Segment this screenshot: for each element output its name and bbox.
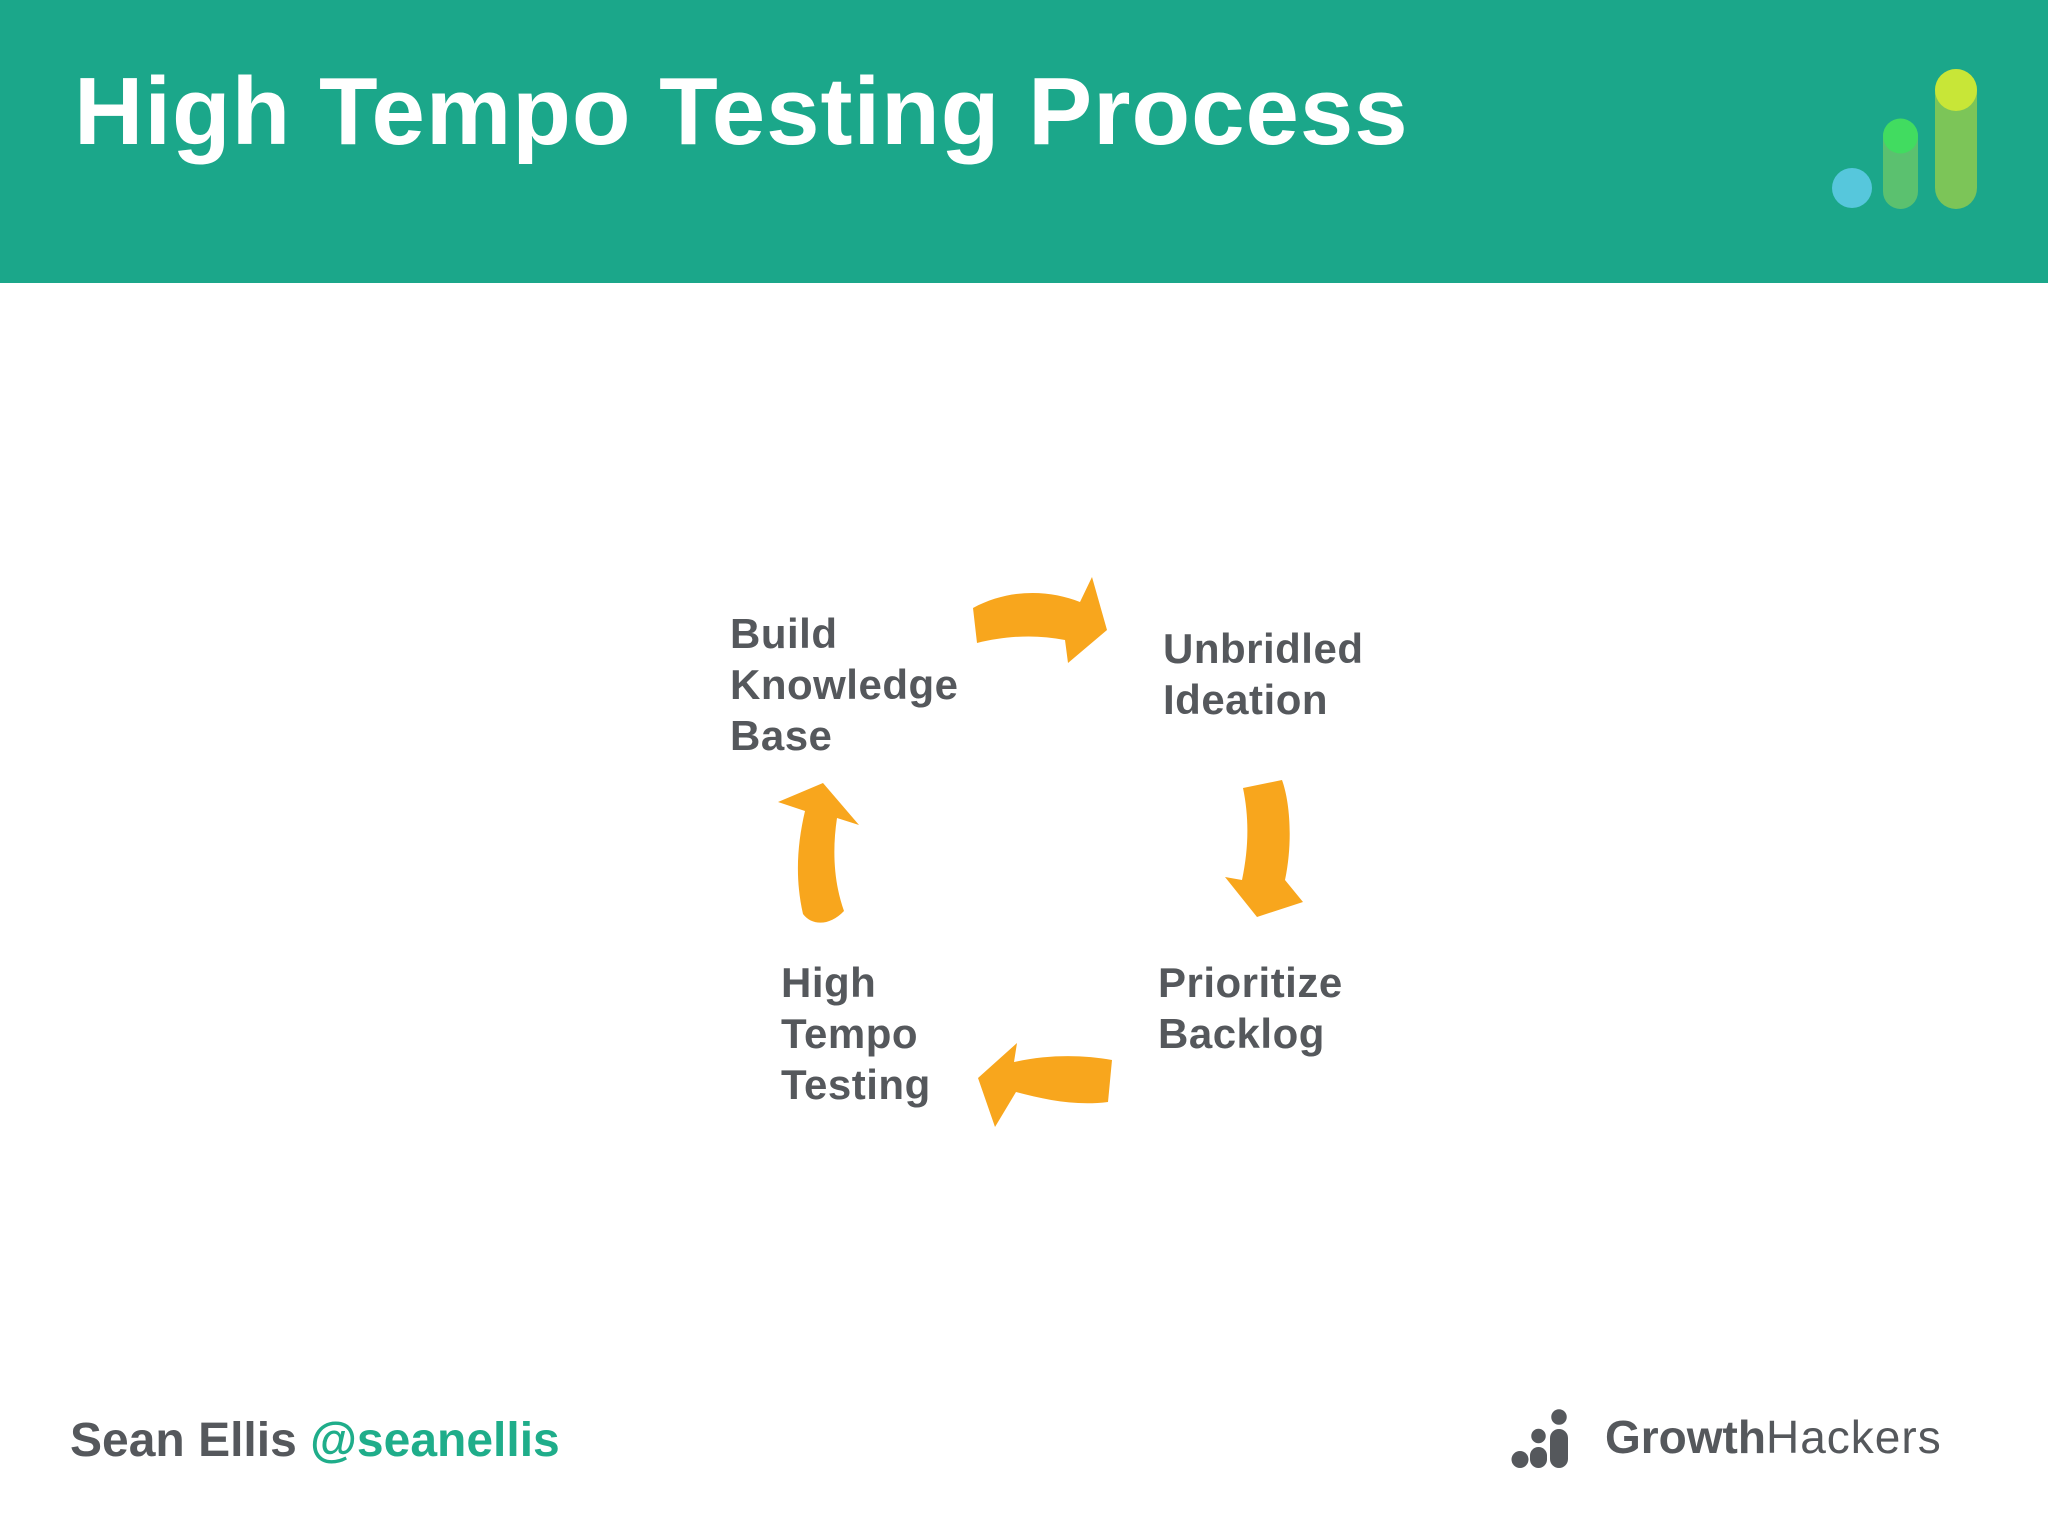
brand-name-bold: Growth [1605, 1411, 1766, 1463]
author-name: Sean Ellis [70, 1414, 297, 1467]
page-title: High Tempo Testing Process [74, 58, 1409, 165]
attribution: Sean Ellis @seanellis [70, 1412, 560, 1470]
brand-name-light: Hackers [1765, 1411, 1942, 1463]
step-prioritize-backlog: Prioritize Backlog [1158, 959, 1343, 1057]
curved-arrow-up-icon [778, 783, 859, 923]
header-banner: High Tempo Testing Process [0, 0, 2048, 283]
brand-name: GrowthHackers [1605, 1410, 1942, 1464]
step-build-knowledge-base: Build Knowledge Base [730, 610, 959, 759]
curved-arrow-right-icon [973, 577, 1107, 663]
growth-bars-icon [1511, 1406, 1570, 1468]
step-high-tempo-testing: High Tempo Testing [781, 959, 931, 1108]
brand-logo: GrowthHackers [1505, 1402, 1942, 1472]
cycle-diagram: Build Knowledge Base Unbridled Ideation … [0, 283, 2048, 1153]
curved-arrow-down-icon [1225, 780, 1303, 917]
step-unbridled-ideation: Unbridled Ideation [1163, 625, 1364, 723]
curved-arrow-left-icon [978, 1043, 1112, 1127]
footer: Sean Ellis @seanellis GrowthHackers [0, 1380, 2048, 1500]
twitter-handle: @seanellis [310, 1414, 560, 1467]
growth-bars-icon [1832, 69, 1977, 209]
